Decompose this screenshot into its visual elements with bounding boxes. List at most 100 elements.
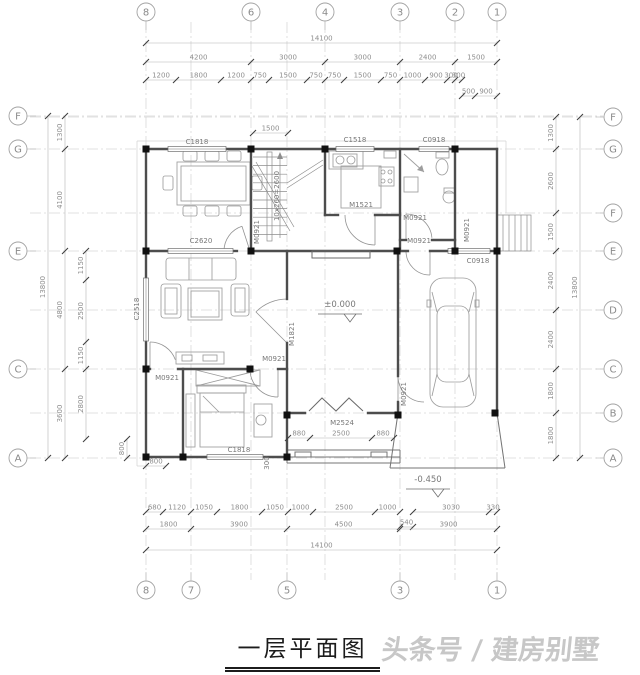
svg-text:±0.000: ±0.000 xyxy=(324,300,355,310)
svg-text:1000: 1000 xyxy=(404,72,422,80)
svg-text:4100: 4100 xyxy=(56,191,64,209)
svg-text:800: 800 xyxy=(118,442,126,455)
bathroom-fixtures xyxy=(403,151,456,204)
svg-text:A: A xyxy=(15,454,22,465)
svg-text:2400: 2400 xyxy=(547,272,555,290)
porch-driveway xyxy=(286,412,506,469)
svg-text:3030: 3030 xyxy=(442,504,460,512)
svg-text:1500: 1500 xyxy=(467,54,485,62)
svg-text:800: 800 xyxy=(149,458,162,466)
windows xyxy=(143,146,491,460)
svg-text:540: 540 xyxy=(400,519,413,527)
svg-text:5: 5 xyxy=(284,586,290,597)
svg-text:1: 1 xyxy=(494,8,500,19)
svg-text:330: 330 xyxy=(486,504,499,512)
svg-text:3000: 3000 xyxy=(279,54,297,62)
svg-text:1500: 1500 xyxy=(262,125,280,133)
svg-text:300: 300 xyxy=(452,72,465,80)
svg-text:B: B xyxy=(610,409,617,420)
side-steps xyxy=(496,214,532,252)
svg-text:2: 2 xyxy=(452,8,458,19)
svg-text:C0918: C0918 xyxy=(423,136,446,144)
svg-text:M0921: M0921 xyxy=(262,355,286,363)
hall-niche xyxy=(311,250,371,259)
svg-text:3: 3 xyxy=(397,586,403,597)
bedside-cabinet xyxy=(185,393,196,448)
svg-text:1800: 1800 xyxy=(190,72,208,80)
svg-text:1500: 1500 xyxy=(279,72,297,80)
svg-text:1800: 1800 xyxy=(231,504,249,512)
svg-text:900: 900 xyxy=(479,88,492,96)
svg-text:10x260=2600: 10x260=2600 xyxy=(273,171,281,221)
svg-text:880: 880 xyxy=(292,430,305,438)
svg-text:1050: 1050 xyxy=(266,504,284,512)
svg-text:750: 750 xyxy=(384,72,397,80)
svg-text:G: G xyxy=(14,145,22,156)
svg-text:1120: 1120 xyxy=(168,504,186,512)
svg-text:M0921: M0921 xyxy=(463,218,471,242)
svg-text:M0921: M0921 xyxy=(403,214,427,222)
sink-icon xyxy=(335,155,345,165)
sofa-set xyxy=(160,257,250,365)
dining-table xyxy=(162,150,263,217)
svg-text:3600: 3600 xyxy=(56,405,64,423)
stairs xyxy=(251,151,532,252)
eaves-outline xyxy=(136,140,507,467)
bed xyxy=(185,384,247,448)
svg-text:1150: 1150 xyxy=(77,257,85,275)
walls xyxy=(144,147,499,459)
svg-text:13800: 13800 xyxy=(571,276,579,298)
svg-text:C1818: C1818 xyxy=(186,138,209,146)
elevation-markers: ±0.000 -0.450 xyxy=(318,300,450,498)
svg-text:8: 8 xyxy=(143,586,149,597)
svg-text:M0921: M0921 xyxy=(407,237,431,245)
toilet-icon xyxy=(435,151,450,159)
svg-text:2600: 2600 xyxy=(547,172,555,190)
drawing-title: 一层平面图 xyxy=(225,629,380,672)
svg-text:2400: 2400 xyxy=(419,54,437,62)
svg-text:C1518: C1518 xyxy=(344,136,367,144)
svg-text:C0918: C0918 xyxy=(467,257,490,265)
svg-text:1200: 1200 xyxy=(152,72,170,80)
svg-text:4: 4 xyxy=(322,8,328,19)
svg-text:D: D xyxy=(609,306,617,317)
svg-text:C: C xyxy=(610,365,617,376)
svg-text:900: 900 xyxy=(429,72,442,80)
svg-text:750: 750 xyxy=(309,72,322,80)
svg-text:3900: 3900 xyxy=(230,521,248,529)
desk xyxy=(253,403,273,438)
svg-text:3900: 3900 xyxy=(440,521,458,529)
svg-text:14100: 14100 xyxy=(310,35,332,43)
svg-text:3000: 3000 xyxy=(354,54,372,62)
svg-text:C1818: C1818 xyxy=(228,446,251,454)
svg-text:E: E xyxy=(610,247,616,258)
svg-text:1300: 1300 xyxy=(56,124,64,142)
svg-text:2500: 2500 xyxy=(77,302,85,320)
svg-text:1000: 1000 xyxy=(292,504,310,512)
svg-text:F: F xyxy=(610,113,616,124)
svg-text:M1821: M1821 xyxy=(288,322,296,346)
svg-text:6: 6 xyxy=(248,8,254,19)
svg-text:2800: 2800 xyxy=(77,395,85,413)
watermark-text: 头条号 / 建房别墅 xyxy=(380,635,601,666)
svg-text:750: 750 xyxy=(328,72,341,80)
svg-text:1150: 1150 xyxy=(77,347,85,365)
svg-text:M0921: M0921 xyxy=(400,382,408,406)
svg-text:M0921: M0921 xyxy=(155,374,179,382)
svg-text:680: 680 xyxy=(148,504,161,512)
svg-text:F: F xyxy=(15,112,21,123)
svg-text:1000: 1000 xyxy=(379,504,397,512)
svg-text:C: C xyxy=(15,365,22,376)
svg-text:F: F xyxy=(610,209,616,220)
svg-text:7: 7 xyxy=(188,586,194,597)
svg-text:1800: 1800 xyxy=(547,382,555,400)
svg-text:E: E xyxy=(15,247,21,258)
car xyxy=(426,277,480,408)
svg-text:13800: 13800 xyxy=(39,276,47,298)
svg-text:880: 880 xyxy=(376,430,389,438)
svg-text:4200: 4200 xyxy=(190,54,208,62)
svg-text:-0.450: -0.450 xyxy=(414,475,441,485)
